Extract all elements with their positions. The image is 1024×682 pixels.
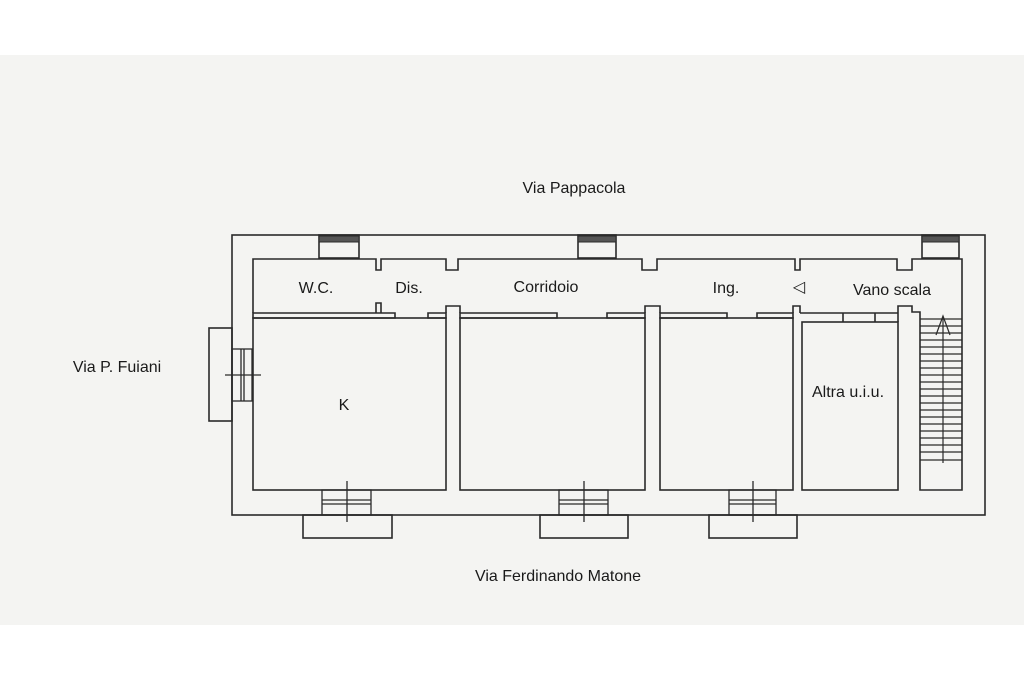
staircase [920,314,962,463]
room-label-corridoio: Corridoio [514,279,579,296]
window-icon [728,481,777,522]
room-label-dis: Dis. [395,280,423,297]
room-label-ing: Ing. [713,280,740,297]
room-altra [801,321,899,491]
room-2 [459,317,646,491]
window-icon [225,348,261,402]
street-south-label: Via Ferdinando Matone [475,568,641,585]
outer-wall [231,234,986,516]
entrance-arrow-icon: ◁ [793,279,806,296]
room-label-vano-scala: Vano scala [853,282,931,299]
street-west-label: Via P. Fuiani [73,359,161,376]
window-icon [321,481,372,522]
drawing-sheet [0,55,1024,625]
window-icon [558,481,609,522]
room-label-altra: Altra u.i.u. [812,384,884,401]
room-3 [659,317,794,491]
flue-3 [921,234,960,259]
room-kitchen [252,317,447,491]
room-label-kitchen: K [339,397,350,414]
street-north-label: Via Pappacola [523,180,626,197]
flue-1 [318,234,360,259]
flue-2 [577,234,617,259]
room-label-wc: W.C. [299,280,334,297]
